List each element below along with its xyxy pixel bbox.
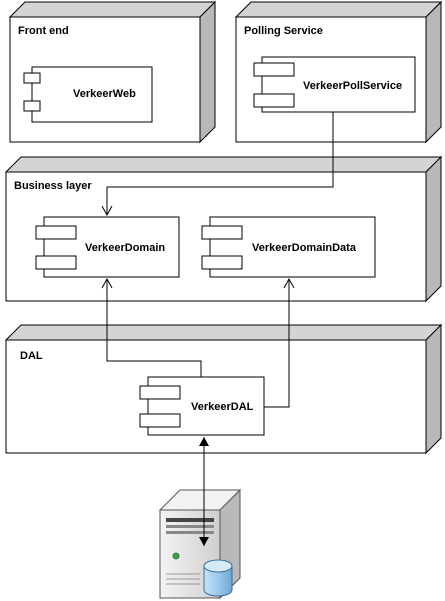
component-label: VerkeerDomain (85, 242, 165, 254)
node-label-dal: DAL (20, 350, 43, 362)
component-icon (201, 255, 243, 270)
component-icon (139, 413, 181, 428)
component-icon (253, 93, 295, 108)
component-icon (35, 255, 77, 270)
node-business-layer[interactable]: Business layer VerkeerDomain VerkeerDoma… (4, 155, 443, 303)
component-icon (35, 225, 77, 240)
node-front-end[interactable]: Front end VerkeerWeb (8, 0, 217, 144)
connector-pollservice-to-domain[interactable] (101, 112, 334, 217)
component-verkeerpollservice[interactable]: VerkeerPollService (253, 56, 416, 113)
node-label-polling-service: Polling Service (244, 25, 323, 37)
connector-dal-to-domain[interactable] (101, 277, 202, 377)
component-icon (253, 62, 295, 77)
component-icon (23, 100, 41, 112)
component-icon (201, 225, 243, 240)
component-icon (139, 385, 181, 400)
component-verkeerweb[interactable]: VerkeerWeb (23, 66, 153, 123)
component-label: VerkeerDomainData (252, 242, 357, 254)
component-verkeerdomaindata[interactable]: VerkeerDomainData (201, 216, 376, 278)
component-icon (23, 72, 41, 84)
component-label: VerkeerDAL (191, 401, 254, 413)
component-label: VerkeerPollService (303, 80, 402, 92)
component-verkeerdal[interactable]: VerkeerDAL (139, 376, 265, 436)
node-dal[interactable]: DAL VerkeerDAL (4, 323, 443, 455)
node-label-front-end: Front end (18, 25, 69, 37)
node-label-business-layer: Business layer (14, 180, 92, 192)
connector-dal-to-domaindata[interactable] (264, 277, 295, 408)
component-verkeerdomain[interactable]: VerkeerDomain (35, 216, 180, 278)
database-icon (203, 559, 233, 597)
node-polling-service[interactable]: Polling Service VerkeerPollService (234, 0, 443, 144)
component-label: VerkeerWeb (73, 88, 136, 100)
